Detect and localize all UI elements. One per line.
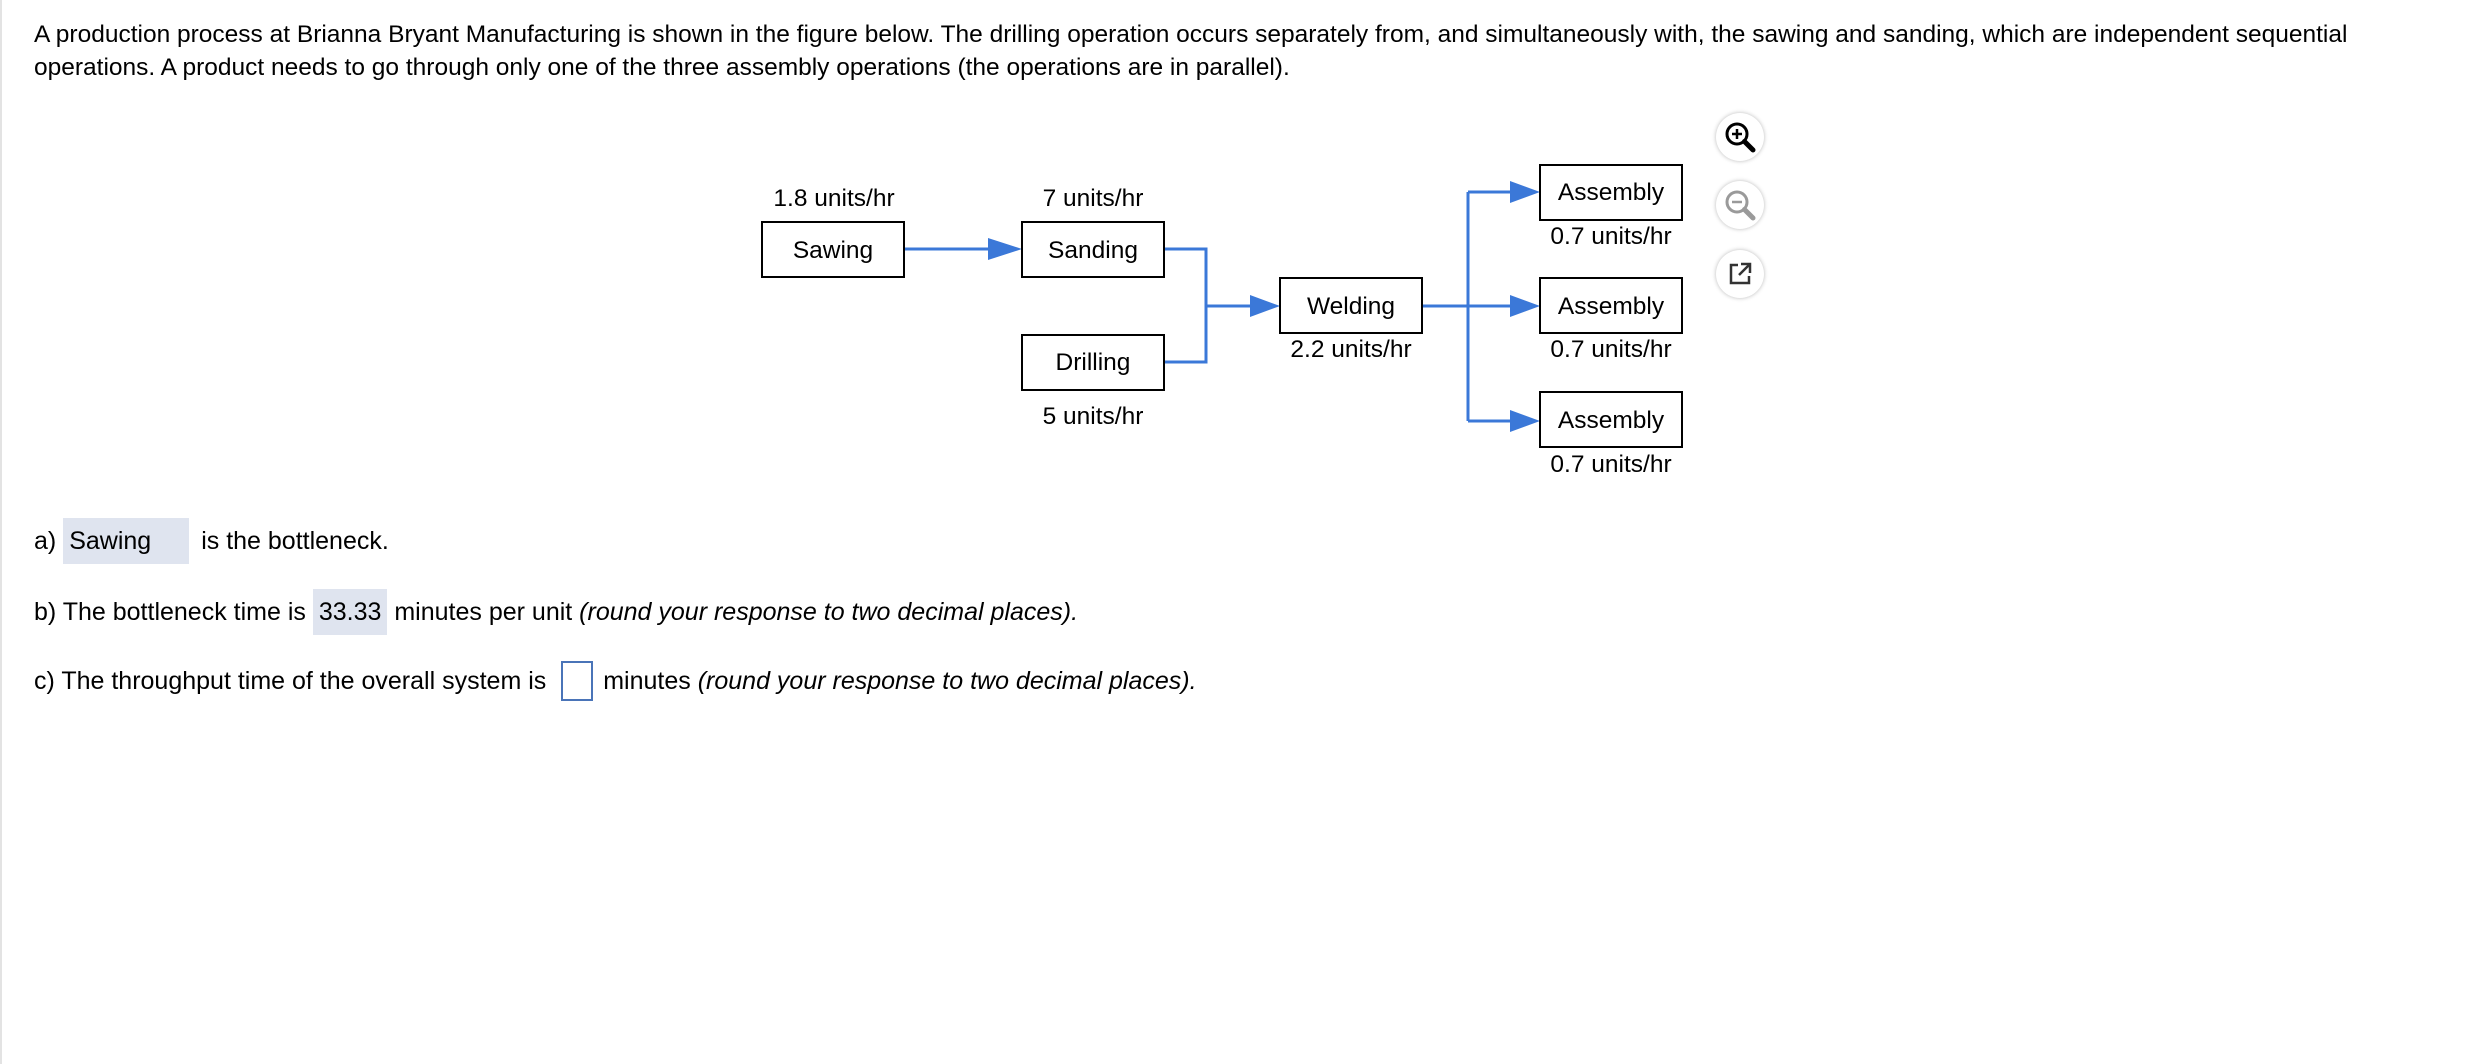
assembly-1-rate: 0.7 units/hr	[1550, 223, 1671, 250]
zoom-out-button[interactable]	[1716, 181, 1764, 229]
problem-statement: A production process at Brianna Bryant M…	[34, 21, 2348, 81]
sanding-label: Sanding	[1048, 237, 1138, 264]
zoom-out-icon	[1725, 190, 1756, 221]
question-c-suffix: minutes	[603, 667, 698, 695]
assembly-2-rate: 0.7 units/hr	[1550, 336, 1671, 363]
assembly-3-box	[1539, 391, 1683, 448]
question-c: c) The throughput time of the overall sy…	[34, 661, 1197, 701]
node-assembly-2: Assembly 0.7 units/hr	[1539, 277, 1683, 363]
assembly-3-rate: 0.7 units/hr	[1550, 451, 1671, 478]
sanding-box	[1021, 221, 1165, 278]
drilling-box	[1021, 334, 1165, 391]
node-sawing: 1.8 units/hr Sawing	[761, 185, 905, 278]
arrowhead-welding	[1250, 295, 1280, 317]
sawing-rate: 1.8 units/hr	[773, 185, 894, 212]
zoom-in-button[interactable]	[1716, 113, 1764, 161]
welding-box	[1279, 277, 1423, 334]
arrowhead-assembly-2	[1510, 295, 1540, 317]
page-left-border	[0, 0, 2, 1064]
node-drilling: Drilling 5 units/hr	[1021, 334, 1165, 430]
question-b-note: (round your response to two decimal plac…	[579, 598, 1079, 626]
question-c-note: (round your response to two decimal plac…	[697, 667, 1197, 695]
assembly-2-label: Assembly	[1558, 293, 1665, 320]
arrowhead-sanding	[988, 238, 1022, 260]
sawing-label: Sawing	[793, 237, 873, 264]
sanding-rate: 7 units/hr	[1043, 185, 1144, 212]
zoom-in-icon	[1725, 122, 1756, 153]
node-sanding: 7 units/hr Sanding	[1021, 185, 1165, 278]
question-b-prefix: b) The bottleneck time is	[34, 598, 313, 626]
node-welding: Welding 2.2 units/hr	[1279, 277, 1423, 363]
question-c-answer-input[interactable]	[561, 661, 594, 701]
arrowhead-assembly-3	[1510, 410, 1540, 432]
assembly-1-box	[1539, 164, 1683, 221]
question-a: a) Sawing is the bottleneck.	[34, 518, 389, 564]
drilling-label: Drilling	[1056, 349, 1131, 376]
sawing-box	[761, 221, 905, 278]
question-b: b) The bottleneck time is 33.33 minutes …	[34, 589, 1078, 635]
question-a-suffix: is the bottleneck.	[201, 527, 389, 555]
sanding-connector	[1164, 247, 1208, 364]
node-assembly-3: Assembly 0.7 units/hr	[1539, 391, 1683, 478]
node-assembly-1: Assembly 0.7 units/hr	[1539, 164, 1683, 250]
assembly-1-label: Assembly	[1558, 179, 1665, 206]
question-a-answer[interactable]: Sawing	[63, 518, 190, 564]
open-external-button[interactable]	[1716, 250, 1764, 298]
welding-rate: 2.2 units/hr	[1290, 336, 1411, 363]
flow-connectors	[904, 190, 1520, 423]
question-c-prefix: c) The throughput time of the overall sy…	[34, 667, 554, 695]
arrowhead-assembly-1	[1510, 181, 1540, 203]
question-b-suffix: minutes per unit	[387, 598, 580, 626]
assembly-2-box	[1539, 277, 1683, 334]
assembly-3-label: Assembly	[1558, 407, 1665, 434]
drilling-rate: 5 units/hr	[1043, 403, 1144, 430]
welding-label: Welding	[1307, 293, 1395, 320]
question-a-prefix: a)	[34, 527, 64, 555]
question-b-answer[interactable]: 33.33	[312, 589, 388, 635]
arrowheads	[988, 181, 1540, 432]
open-external-icon	[1729, 262, 1752, 285]
